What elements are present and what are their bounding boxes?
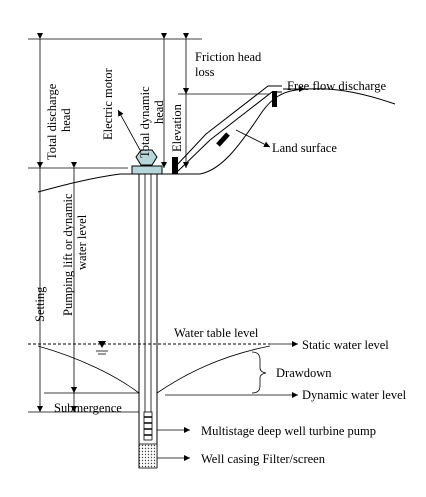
pipe-coupling-1 xyxy=(172,157,178,174)
filter-screen xyxy=(138,443,158,469)
multistage-pump-label: Multistage deep well turbine pump xyxy=(201,424,376,438)
static-water-level-label: Static water level xyxy=(302,338,389,352)
water-table-level-label: Water table level xyxy=(174,326,259,340)
water-table-symbol xyxy=(98,341,106,348)
drawdown-brace xyxy=(251,351,267,394)
electric-motor-label: Electric motor xyxy=(101,67,115,140)
drawdown-cone-left xyxy=(37,345,140,394)
friction-head-loss-label: Friction head loss xyxy=(195,50,264,79)
well-casing-label: Well casing Filter/screen xyxy=(201,452,326,466)
dynamic-water-level-label: Dynamic water level xyxy=(302,388,407,402)
land-surface-line xyxy=(37,88,396,193)
discharge-pipe xyxy=(175,85,282,174)
well-head xyxy=(131,165,163,175)
land-surface-arrow xyxy=(235,129,271,148)
elevation-label: Elevation xyxy=(170,103,184,152)
land-surface-label: Land surface xyxy=(272,141,337,155)
drawdown-label: Drawdown xyxy=(276,366,332,380)
total-discharge-head-label: Total discharge head xyxy=(45,81,73,160)
multistage-pump xyxy=(143,411,153,441)
pipe-coupling-3 xyxy=(272,91,277,107)
motor-pointer-arrow xyxy=(117,109,141,151)
setting-label: Setting xyxy=(33,286,47,322)
drawdown-cone-right xyxy=(156,345,271,394)
electric-motor xyxy=(135,149,158,166)
pipe-coupling-2 xyxy=(216,132,230,147)
total-dynamic-head-label: Total dynamic head xyxy=(138,83,166,158)
submergence-label: Submergence xyxy=(54,401,122,415)
pumping-lift-label: Pumping lift or dynamic water level xyxy=(61,190,89,316)
free-flow-discharge-label: Free flow discharge xyxy=(287,79,386,93)
